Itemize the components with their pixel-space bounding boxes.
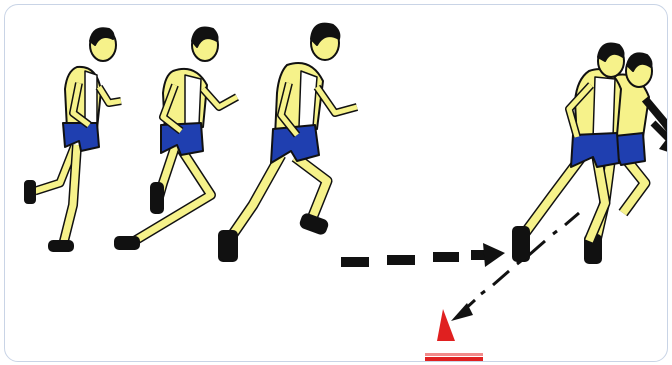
illustration-frame: [4, 4, 668, 362]
running-drill-illustration: [5, 5, 668, 362]
cone-icon: [437, 309, 455, 341]
start-line: [425, 353, 483, 362]
dashed-arrow: [341, 243, 505, 267]
runner-figure-5: [513, 44, 624, 262]
runner-figure-3: [219, 24, 357, 261]
runner-figure-1: [25, 28, 121, 251]
runner-figure-2: [115, 28, 237, 250]
